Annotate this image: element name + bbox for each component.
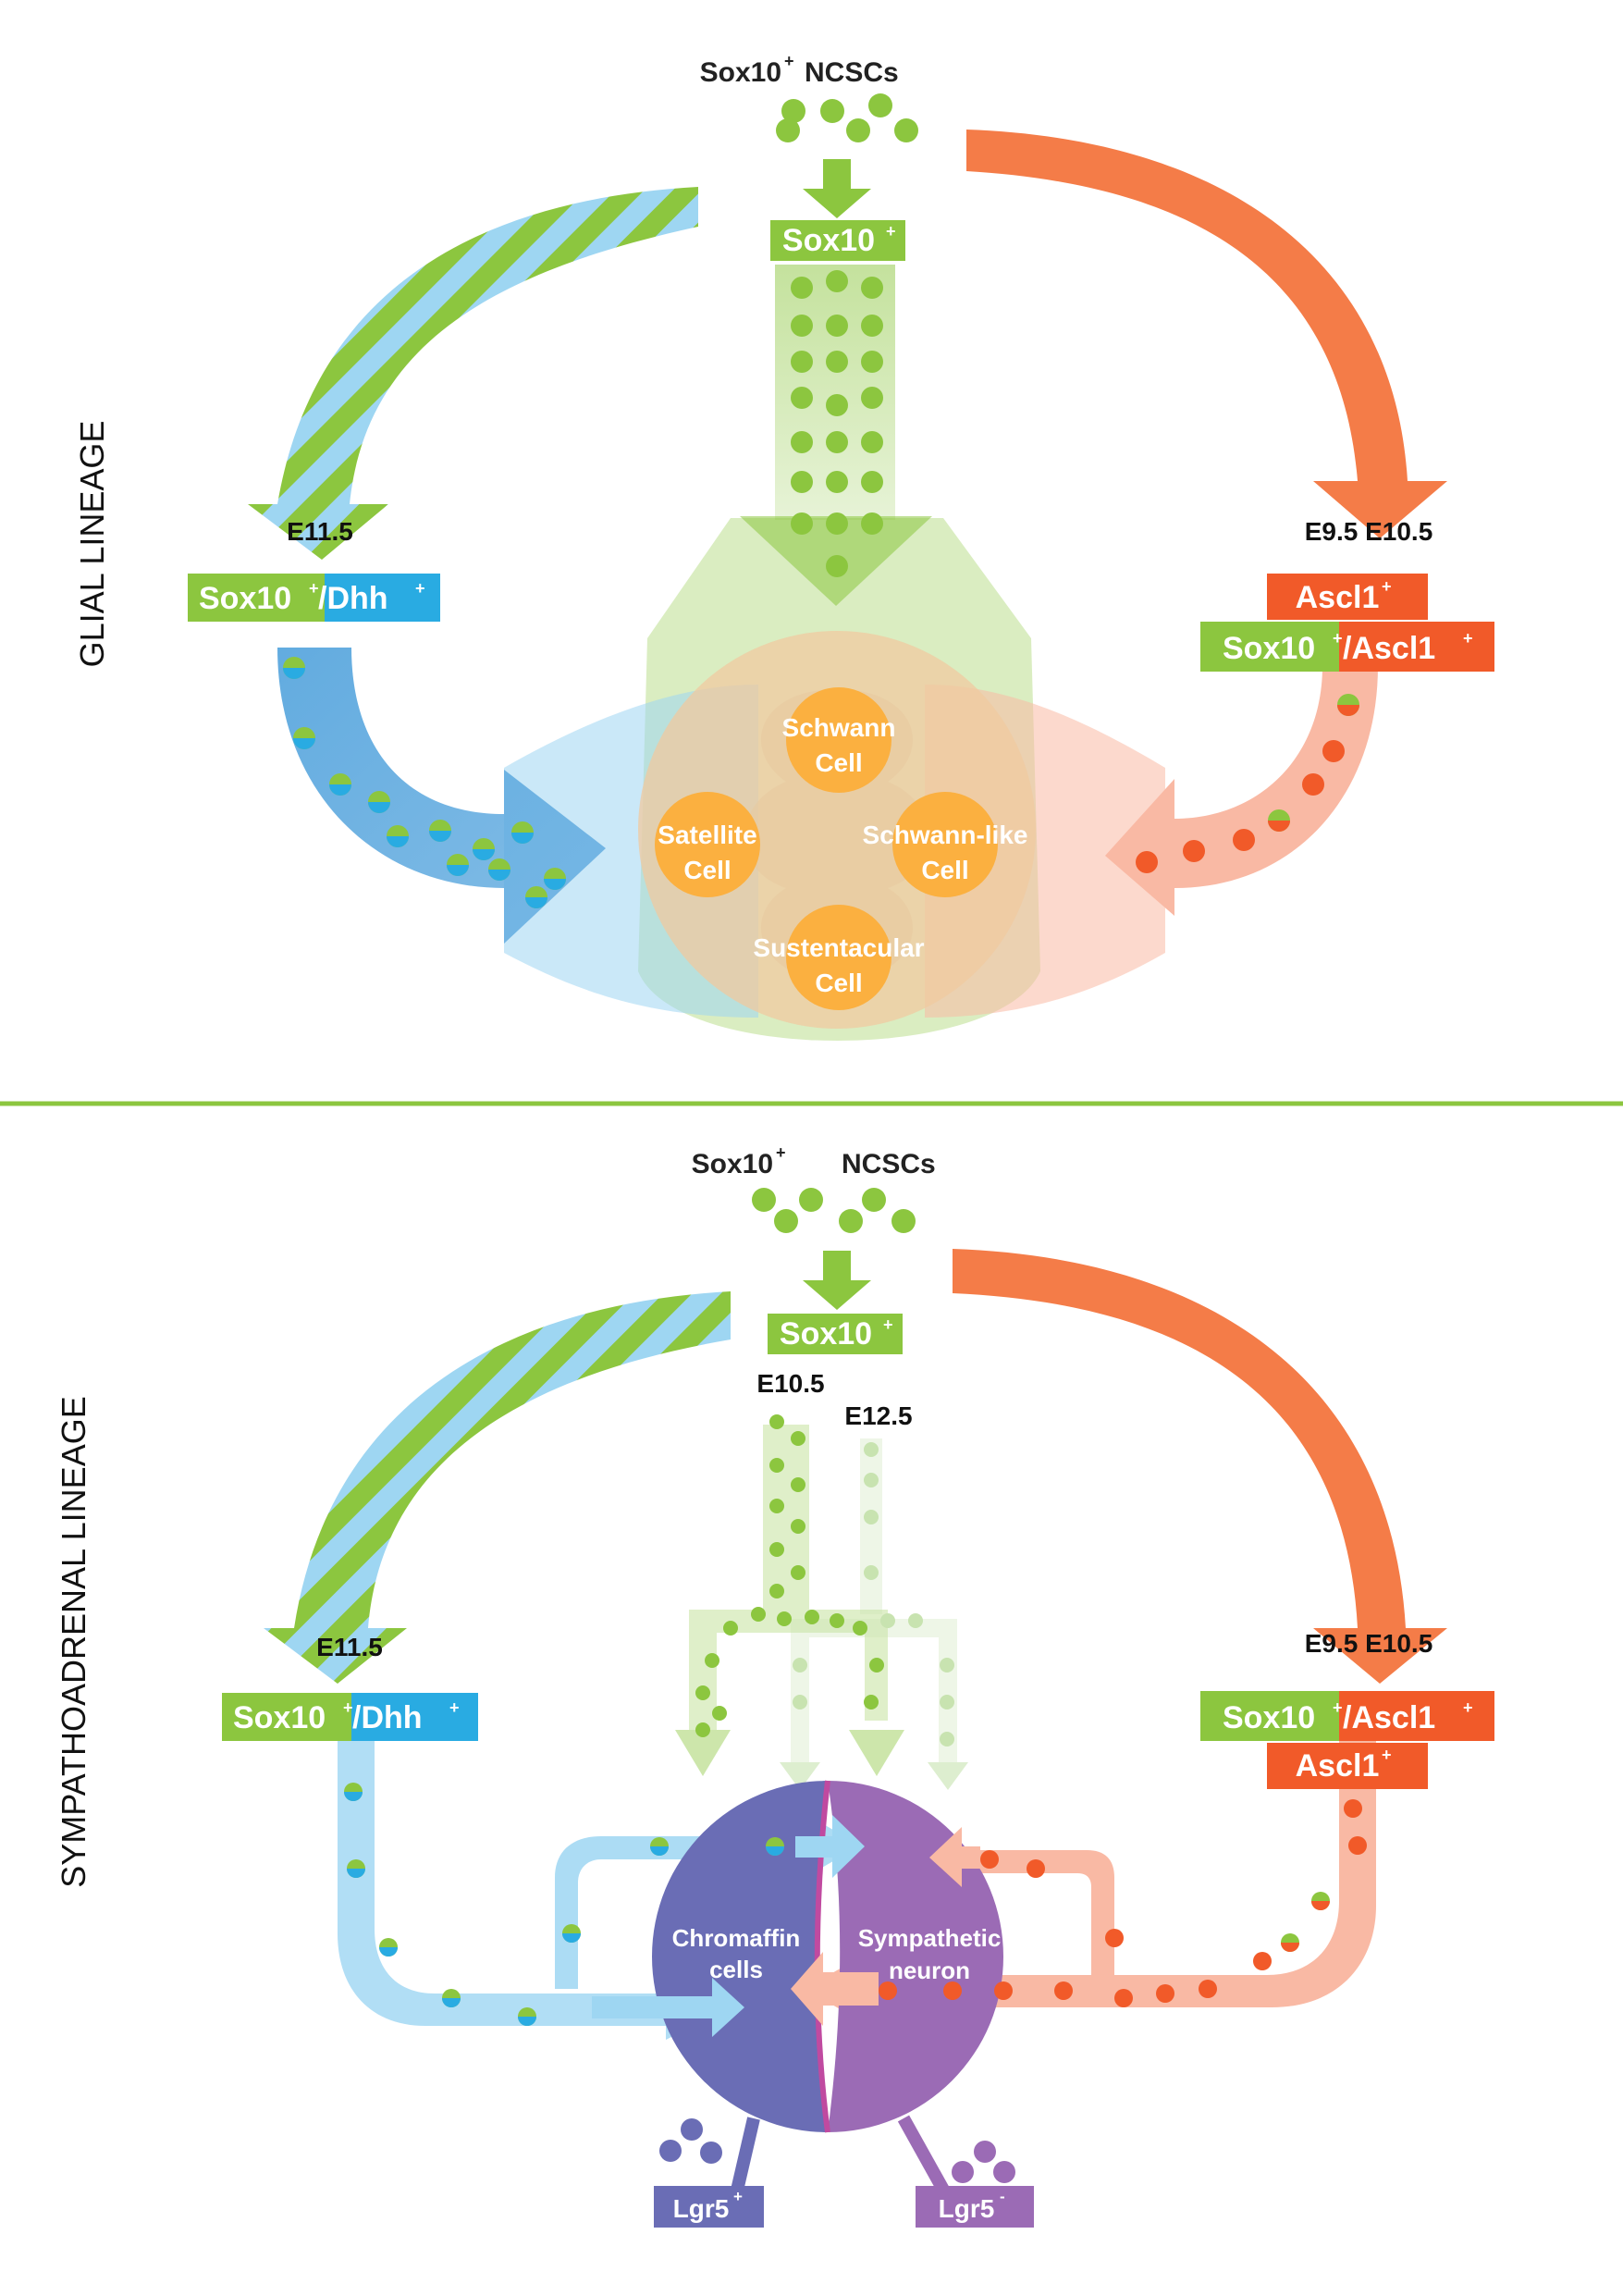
sa-ncsc-name: NCSCs [842,1149,936,1179]
glial-left-striped-arc [248,187,698,560]
sa-sympathetic-red-arrow [929,1827,980,1887]
svg-text:Schwann-like: Schwann-like [863,821,1028,849]
glial-side-label: GLIAL LINEAGE [73,421,111,668]
sa-right-box-bottom: Ascl1 + [1267,1743,1428,1789]
sa-lgr5-pos-box: Lgr5 + [654,2186,764,2228]
sa-lgr5-pos-dots [659,2118,722,2164]
sa-left-time: E11.5 [316,1633,383,1661]
svg-text:Cell: Cell [815,748,862,777]
svg-text:+: + [309,579,319,598]
sa-fork-dots [695,1414,884,1737]
sa-right-time: E9.5 E10.5 [1305,1629,1433,1658]
svg-text:Cell: Cell [921,856,968,884]
sa-side-label: SYMPATHOADRENAL LINEAGE [55,1396,92,1887]
glial-sox10-box [770,220,905,261]
svg-text:Schwann: Schwann [782,713,896,742]
svg-text:+: + [776,1143,786,1162]
sa-chromaffin-label-2: cells [709,1956,763,1983]
sympathoadrenal-panel: SYMPATHOADRENAL LINEAGE Sox10 + NCSCs [55,1143,1494,2228]
glial-right-box-bottom: Sox10 + /Ascl1 + [1200,622,1494,672]
svg-text:Sox10: Sox10 [780,1316,872,1352]
svg-text:Ascl1: Ascl1 [1296,580,1380,615]
svg-text:/Dhh: /Dhh [352,1700,423,1735]
sa-chromaffin-label: Chromaffin [672,1924,801,1952]
sa-lgr5-neg-dots [952,2141,1015,2183]
svg-text:Satellite: Satellite [658,821,756,849]
svg-text:Ascl1: Ascl1 [1296,1748,1380,1784]
svg-text:+: + [733,2188,743,2205]
svg-text:+: + [1463,629,1473,648]
sa-ncsc-dots [752,1188,916,1233]
glial-right-time: E9.5 E10.5 [1305,517,1433,546]
svg-text:Lgr5: Lgr5 [939,2194,995,2223]
glial-left-box: Sox10 + /Dhh + [188,574,440,622]
glial-cell-satellite: Satellite Cell [655,792,760,897]
glial-top-arrow [803,159,871,218]
sa-sox10-box [768,1314,903,1354]
glial-right-box-top: Ascl1 + [1267,574,1428,620]
sa-left-striped-arc [264,1291,731,1684]
glial-left-time: E11.5 [287,517,353,546]
glial-column-dots [791,270,883,577]
svg-text:+: + [343,1698,353,1717]
sa-top-arrow [803,1251,871,1310]
svg-text:Sox10: Sox10 [1223,1700,1315,1735]
glial-cell-schwann: Schwann Cell [782,687,896,793]
sa-right-orange-arc [953,1249,1447,1684]
svg-text:+: + [1382,1746,1392,1764]
svg-text:Sox10: Sox10 [233,1700,326,1735]
sa-ncsc-label: Sox10 [692,1149,773,1179]
svg-text:Cell: Cell [815,969,862,997]
svg-text:Sox10: Sox10 [782,223,875,258]
svg-text:+: + [883,1315,893,1334]
svg-text:+: + [1382,577,1392,596]
sa-sympathetic-blue-arrow [795,1815,865,1878]
sa-sympathetic-label-2: neuron [889,1957,970,1984]
sa-right-box-top: Sox10 + /Ascl1 + [1200,1691,1494,1741]
svg-text:+: + [1333,629,1343,648]
glial-ncsc-label: Sox10 [700,57,781,88]
svg-text:Sustentacular: Sustentacular [753,933,924,962]
sa-sympathetic-label: Sympathetic [858,1924,1002,1952]
glial-right-orange-arrow [1105,666,1378,916]
svg-text:/Ascl1: /Ascl1 [1343,1700,1435,1735]
sa-fork-e125 [780,1438,968,1790]
sa-salmon-path-dots [879,1799,1367,2007]
svg-text:-: - [1000,2188,1005,2205]
glial-cell-sustentacular: Sustentacular Cell [753,905,925,1010]
svg-text:+: + [415,579,425,598]
svg-text:+: + [1333,1698,1343,1717]
sa-lgr5-neg-box: Lgr5 - [916,2186,1034,2228]
svg-text:Lgr5: Lgr5 [673,2194,730,2223]
sa-chromaffin-red-arrow [791,1952,879,2026]
glial-ncsc-sup: + [784,52,794,70]
glial-ncsc-dots [776,93,918,142]
svg-text:+: + [449,1698,460,1717]
svg-text:Sox10: Sox10 [199,581,291,616]
glial-right-orange-arc [966,130,1447,538]
svg-text:/Dhh: /Dhh [318,581,388,616]
sa-fork-faded-dots [793,1442,954,1747]
sa-left-box: Sox10 + /Dhh + [222,1693,478,1741]
svg-text:Sox10: Sox10 [1223,631,1315,666]
sa-blue-path-dots [344,1783,784,2026]
glial-orange-arrow-dots [1136,694,1359,873]
svg-text:+: + [1463,1698,1473,1717]
svg-text:/Ascl1: /Ascl1 [1343,631,1435,666]
glial-blue-arrow-dots [283,657,566,908]
sa-chromaffin-arrow [592,1978,744,2037]
sa-time-e125: E12.5 [844,1401,912,1430]
glial-left-blue-arrow [277,648,606,944]
sa-time-e105: E10.5 [756,1369,824,1398]
svg-text:Cell: Cell [683,856,731,884]
glial-ncsc-name: NCSCs [805,57,899,88]
glial-panel: GLIAL LINEAGE Sox10 + NCSCs [73,52,1494,1041]
glial-cell-schwann-like: Schwann-like Cell [863,792,1028,897]
svg-text:+: + [886,222,896,241]
